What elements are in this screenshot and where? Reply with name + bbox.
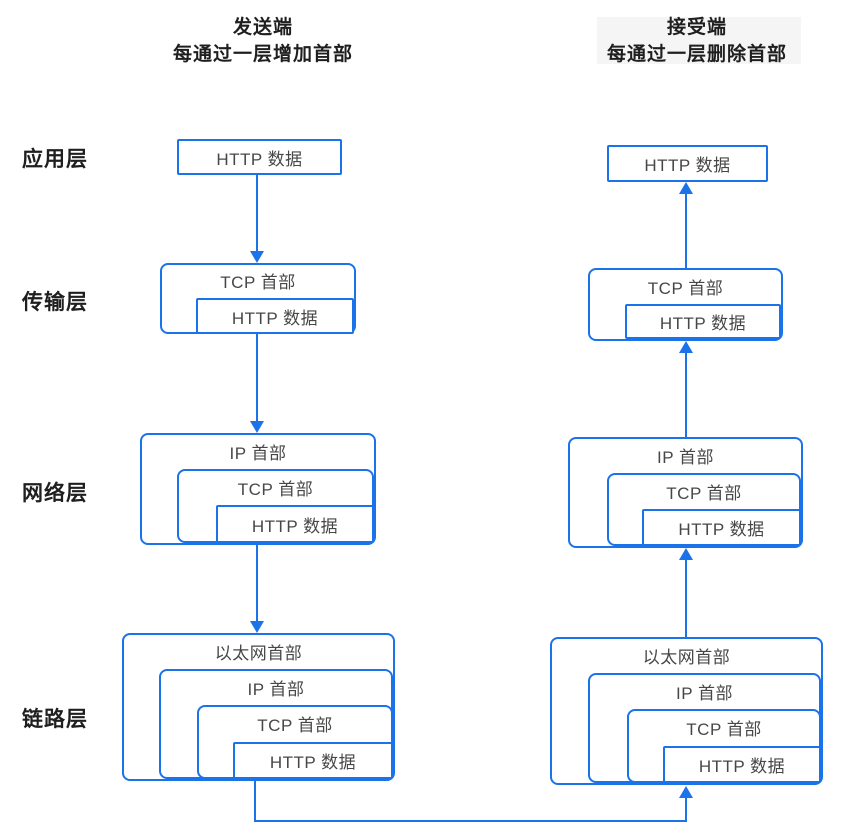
ethernet-header-label: 以太网首部: [642, 647, 731, 667]
sender-subtitle: 每通过一层增加首部: [172, 44, 353, 65]
arrow-up-icon: [679, 548, 693, 560]
receiver-application-stack: HTTP 数据: [607, 145, 768, 182]
layer-label-network: 网络层: [22, 482, 88, 505]
sender-header: 发送端 每通过一层增加首部: [118, 14, 408, 68]
layer-label-application: 应用层: [22, 148, 88, 171]
tcp-header-label: TCP 首部: [237, 479, 314, 499]
arrow-up-icon: [679, 786, 693, 798]
arrow-down-network-to-link: [256, 545, 258, 622]
arrow-up-link-to-network: [685, 559, 687, 637]
layer-label-transport: 传输层: [22, 291, 88, 314]
http-data-box: [607, 145, 768, 182]
receiver-header: 接受端 每通过一层删除首部: [552, 14, 842, 68]
http-data-label: HTTP 数据: [231, 308, 319, 328]
receiver-network-stack: IP 首部 TCP 首部 HTTP 数据: [568, 437, 803, 548]
http-data-box: [233, 742, 393, 779]
http-data-label: HTTP 数据: [644, 156, 731, 175]
http-data-box: [196, 298, 354, 334]
http-data-label: HTTP 数据: [678, 520, 765, 539]
ip-header-label: IP 首部: [657, 447, 714, 467]
arrow-down-transport-to-network: [256, 334, 258, 422]
receiver-title: 接受端: [666, 17, 727, 38]
ip-header-label: IP 首部: [247, 679, 305, 699]
arrow-up-icon: [679, 182, 693, 194]
receiver-subtitle: 每通过一层删除首部: [606, 44, 787, 65]
layer-label-link: 链路层: [22, 708, 88, 731]
physical-link-up-segment: [685, 797, 687, 822]
sender-title: 发送端: [232, 17, 293, 38]
sender-application-stack: HTTP 数据: [177, 139, 342, 175]
sender-network-stack: IP 首部 TCP 首部 HTTP 数据: [140, 433, 376, 545]
tcp-header-label: TCP 首部: [647, 278, 724, 298]
ethernet-header-label: 以太网首部: [214, 643, 303, 663]
ip-header-label: IP 首部: [676, 683, 733, 703]
http-data-box: [216, 505, 374, 543]
arrow-up-icon: [679, 341, 693, 353]
http-data-box: [177, 139, 342, 175]
physical-link-down-segment: [254, 781, 256, 822]
http-data-box: [642, 509, 801, 546]
http-data-label: HTTP 数据: [698, 757, 786, 776]
sender-transport-stack: TCP 首部 HTTP 数据: [160, 263, 356, 334]
receiver-link-stack: 以太网首部 IP 首部 TCP 首部 HTTP 数据: [550, 637, 823, 785]
http-data-label: HTTP 数据: [216, 149, 303, 169]
arrow-up-network-to-transport: [685, 352, 687, 437]
tcp-header-label: TCP 首部: [666, 483, 742, 503]
http-data-label: HTTP 数据: [251, 516, 339, 536]
tcp-header-label: TCP 首部: [220, 273, 296, 292]
http-data-label: HTTP 数据: [269, 753, 357, 772]
ip-header-label: IP 首部: [229, 443, 287, 463]
http-data-box: [625, 304, 781, 339]
physical-link-horizontal-segment: [254, 820, 687, 822]
http-data-box: [663, 746, 821, 783]
arrow-down-app-to-transport: [256, 175, 258, 252]
tcp-header-label: TCP 首部: [257, 716, 333, 735]
arrow-down-icon: [250, 621, 264, 633]
arrow-down-icon: [250, 421, 264, 433]
arrow-up-transport-to-app: [685, 193, 687, 268]
sender-link-stack: 以太网首部 IP 首部 TCP 首部 HTTP 数据: [122, 633, 395, 781]
tcp-header-label: TCP 首部: [686, 720, 762, 739]
header-ghost-highlight: [597, 17, 801, 64]
arrow-down-icon: [250, 251, 264, 263]
receiver-transport-stack: TCP 首部 HTTP 数据: [588, 268, 783, 341]
http-data-label: HTTP 数据: [659, 314, 747, 333]
